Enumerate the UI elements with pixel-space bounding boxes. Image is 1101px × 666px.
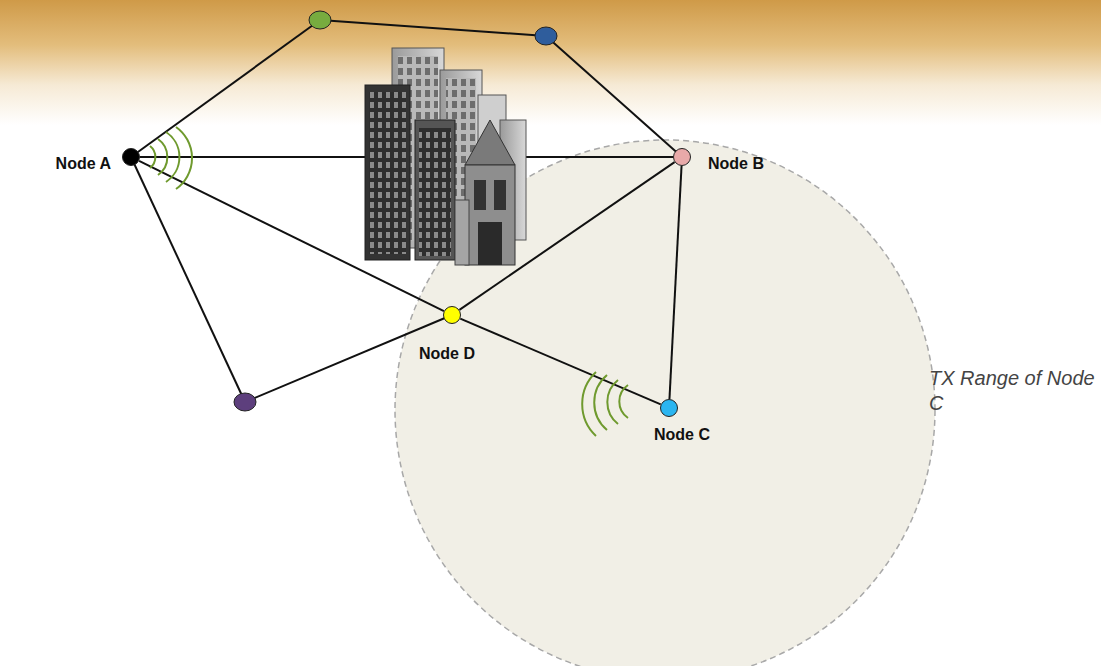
wave-arc	[176, 127, 192, 189]
link-line	[131, 20, 320, 157]
wave-arc	[607, 380, 618, 424]
link-line	[320, 20, 546, 36]
node-label: Node C	[654, 426, 710, 444]
node-label: Node D	[419, 345, 475, 363]
plain-nodes	[234, 11, 557, 411]
link-line	[460, 319, 660, 405]
wave-arc	[158, 139, 167, 175]
network-node: Node B	[673, 148, 691, 166]
radio-waves	[150, 127, 628, 436]
node-label: Node A	[56, 155, 111, 173]
node-label: Node B	[708, 155, 764, 173]
network-node: Node A	[122, 148, 140, 166]
range-caption: TX Range of Node C	[929, 366, 1099, 416]
link-line	[546, 36, 682, 157]
wave-arc	[594, 375, 607, 430]
network-node	[309, 11, 331, 29]
network-node: Node D	[443, 306, 461, 324]
network-node	[234, 393, 256, 411]
extra-links	[131, 20, 682, 402]
wave-arc	[150, 146, 155, 168]
wave-arc	[619, 385, 628, 418]
tx-range-circle	[395, 140, 935, 666]
network-node: Node C	[660, 399, 678, 417]
link-line	[459, 162, 674, 310]
wave-arc	[166, 132, 179, 182]
link-line	[131, 157, 245, 402]
wave-arc	[582, 372, 596, 436]
link-line	[669, 166, 681, 399]
network-node	[535, 27, 557, 45]
city-building	[365, 48, 526, 265]
